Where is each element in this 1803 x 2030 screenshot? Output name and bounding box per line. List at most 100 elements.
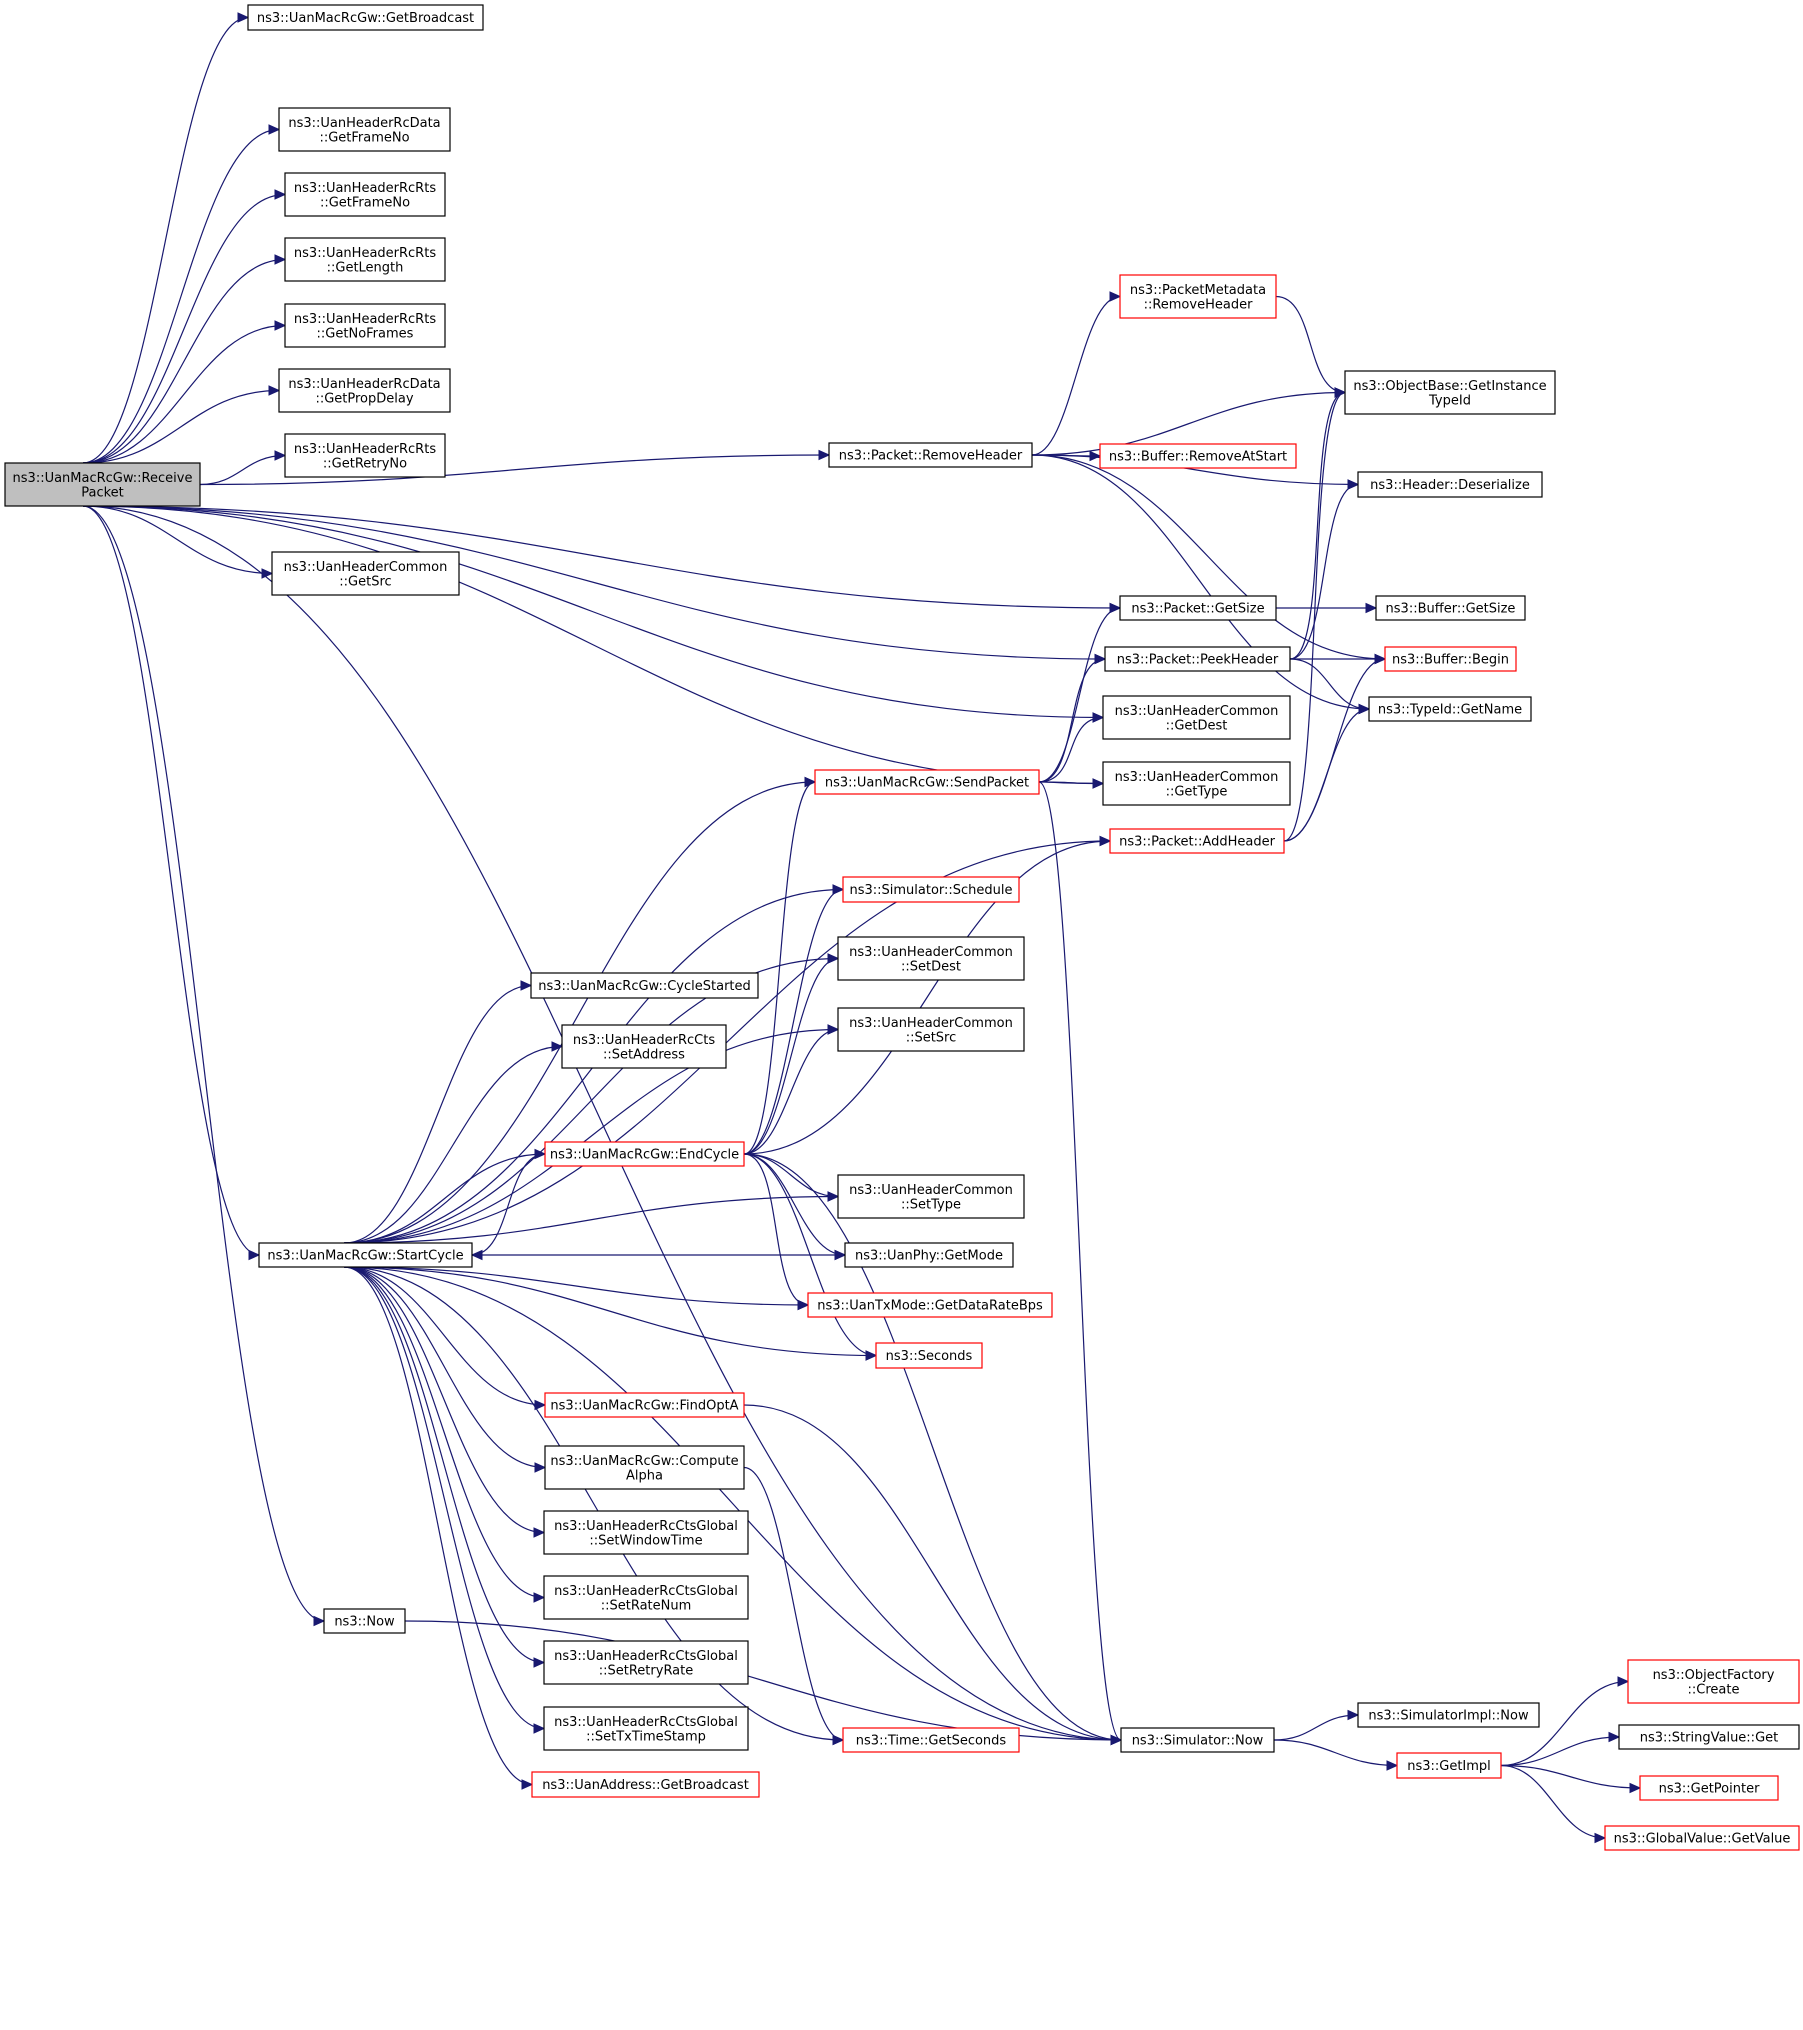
node-rccts-set-address[interactable]: ns3::UanHeaderRcCts::SetAddress — [561, 1024, 727, 1069]
node-buffer-begin[interactable]: ns3::Buffer::Begin — [1384, 646, 1517, 672]
edge-receive-packet-to-rcrts-get-retry-no — [199, 454, 286, 486]
node-seconds[interactable]: ns3::Seconds — [875, 1342, 983, 1369]
call-graph-edges — [82, 12, 1642, 1844]
node-label: ns3::GetPointer — [1659, 1782, 1760, 1797]
edge-arrowhead — [1629, 1782, 1642, 1794]
edge-get-impl-to-global-value-get-value — [1500, 1764, 1606, 1839]
edge-packet-add-header-to-buffer-begin — [1283, 658, 1386, 842]
node-simulator-schedule[interactable]: ns3::Simulator::Schedule — [842, 876, 1020, 903]
edge-arrowhead — [520, 980, 533, 991]
node-rcdata-get-frame-no[interactable]: ns3::UanHeaderRcData::GetFrameNo — [278, 107, 451, 152]
node-label: ns3::StringValue::Get — [1640, 1731, 1778, 1746]
node-rcrts-get-no-frames[interactable]: ns3::UanHeaderRcRts::GetNoFrames — [284, 303, 446, 348]
node-buffer-remove-at-start[interactable]: ns3::Buffer::RemoveAtStart — [1099, 443, 1297, 469]
node-uan-tx-mode-get-data-rate-bps[interactable]: ns3::UanTxMode::GetDataRateBps — [807, 1292, 1053, 1318]
edge-packet-peek-header-to-object-base-get-instance-type-id — [1289, 391, 1346, 660]
node-get-pointer[interactable]: ns3::GetPointer — [1639, 1775, 1779, 1801]
node-ns3-now[interactable]: ns3::Now — [323, 1608, 406, 1634]
node-uan-phy-get-mode[interactable]: ns3::UanPhy::GetMode — [844, 1242, 1014, 1268]
node-rcrts-get-length[interactable]: ns3::UanHeaderRcRts::GetLength — [284, 237, 446, 282]
edge-arrowhead — [827, 1191, 840, 1202]
node-label: ns3::UanHeaderRcRts — [294, 312, 436, 327]
node-get-impl[interactable]: ns3::GetImpl — [1396, 1752, 1502, 1779]
node-label: ns3::UanHeaderRcRts — [294, 181, 436, 196]
node-rcdata-get-prop-delay[interactable]: ns3::UanHeaderRcData::GetPropDelay — [278, 368, 451, 413]
node-simulator-now[interactable]: ns3::Simulator::Now — [1120, 1727, 1275, 1753]
node-common-get-dest[interactable]: ns3::UanHeaderCommon::GetDest — [1102, 695, 1291, 740]
node-box — [842, 876, 1020, 903]
node-label: ns3::SimulatorImpl::Now — [1368, 1709, 1529, 1724]
edge-arrowhead — [274, 254, 287, 265]
node-label: ns3::UanMacRcGw::EndCycle — [550, 1148, 739, 1163]
node-common-set-src[interactable]: ns3::UanHeaderCommon::SetSrc — [837, 1007, 1025, 1052]
node-label: ns3::UanMacRcGw::FindOptA — [550, 1399, 738, 1414]
node-packet-add-header[interactable]: ns3::Packet::AddHeader — [1109, 828, 1285, 854]
node-time-get-seconds[interactable]: ns3::Time::GetSeconds — [842, 1727, 1020, 1753]
node-type-id-get-name[interactable]: ns3::TypeId::GetName — [1368, 696, 1532, 722]
node-common-set-type[interactable]: ns3::UanHeaderCommon::SetType — [837, 1174, 1025, 1219]
node-box — [1627, 1659, 1800, 1704]
node-box — [1099, 443, 1297, 469]
edge-packet-remove-header-to-object-base-get-instance-type-id — [1031, 391, 1346, 456]
node-find-opt-a[interactable]: ns3::UanMacRcGw::FindOptA — [544, 1392, 745, 1418]
node-send-packet[interactable]: ns3::UanMacRcGw::SendPacket — [814, 769, 1040, 795]
node-simulator-impl-now[interactable]: ns3::SimulatorImpl::Now — [1357, 1702, 1540, 1728]
node-label: ::GetSrc — [339, 574, 391, 589]
node-label: ns3::UanMacRcGw::Compute — [550, 1454, 738, 1469]
node-label: ns3::ObjectBase::GetInstance — [1353, 379, 1546, 394]
node-box — [1119, 595, 1277, 621]
node-rcctsglobal-set-retry-rate[interactable]: ns3::UanHeaderRcCtsGlobal::SetRetryRate — [543, 1640, 749, 1685]
edge-arrowhead — [1594, 1832, 1607, 1844]
edge-start-cycle-to-common-set-dest — [344, 957, 839, 1244]
edge-end-cycle-to-send-packet — [743, 781, 816, 1155]
node-common-get-src[interactable]: ns3::UanHeaderCommon::GetSrc — [271, 551, 460, 596]
edge-end-cycle-to-uan-phy-get-mode — [743, 1153, 846, 1256]
node-buffer-get-size[interactable]: ns3::Buffer::GetSize — [1375, 595, 1526, 621]
node-cycle-started[interactable]: ns3::UanMacRcGw::CycleStarted — [530, 972, 759, 999]
node-common-set-dest[interactable]: ns3::UanHeaderCommon::SetDest — [837, 936, 1025, 981]
edge-receive-packet-to-common-get-type — [82, 505, 1104, 785]
node-label: ::SetDest — [901, 959, 961, 974]
node-get-broadcast[interactable]: ns3::UanMacRcGw::GetBroadcast — [247, 4, 484, 31]
node-rcrts-get-retry-no[interactable]: ns3::UanHeaderRcRts::GetRetryNo — [284, 433, 446, 478]
node-label: ::GetFrameNo — [320, 195, 410, 210]
edge-start-cycle-to-rcctsglobal-set-window-time — [344, 1266, 545, 1534]
node-label: ::GetDest — [1166, 718, 1228, 733]
node-object-factory-create[interactable]: ns3::ObjectFactory::Create — [1627, 1659, 1800, 1704]
edge-end-cycle-to-common-set-type — [743, 1153, 839, 1198]
node-string-value-get[interactable]: ns3::StringValue::Get — [1618, 1724, 1800, 1750]
node-common-get-type[interactable]: ns3::UanHeaderCommon::GetType — [1102, 761, 1291, 806]
edge-arrowhead — [1608, 1731, 1621, 1743]
edge-receive-packet-to-packet-get-size — [82, 505, 1121, 609]
node-rcctsglobal-set-window-time[interactable]: ns3::UanHeaderRcCtsGlobal::SetWindowTime — [543, 1510, 749, 1555]
node-label: ns3::Buffer::GetSize — [1386, 602, 1516, 617]
node-packet-peek-header[interactable]: ns3::Packet::PeekHeader — [1104, 646, 1291, 672]
node-uan-address-get-broadcast[interactable]: ns3::UanAddress::GetBroadcast — [531, 1771, 760, 1798]
node-packet-remove-header[interactable]: ns3::Packet::RemoveHeader — [828, 442, 1033, 468]
node-rcctsglobal-set-rate-num[interactable]: ns3::UanHeaderRcCtsGlobal::SetRateNum — [543, 1575, 749, 1620]
node-label: ns3::UanHeaderRcRts — [294, 246, 436, 261]
edge-end-cycle-to-simulator-schedule — [743, 888, 844, 1155]
edge-arrowhead — [865, 1350, 878, 1361]
node-packet-get-size[interactable]: ns3::Packet::GetSize — [1119, 595, 1277, 621]
node-rcrts-get-frame-no[interactable]: ns3::UanHeaderRcRts::GetFrameNo — [284, 172, 446, 217]
node-packet-metadata-remove-header[interactable]: ns3::PacketMetadata::RemoveHeader — [1119, 274, 1277, 319]
edge-receive-packet-to-packet-remove-header — [199, 454, 830, 486]
node-label: ::GetRetryNo — [323, 456, 407, 471]
node-start-cycle[interactable]: ns3::UanMacRcGw::StartCycle — [258, 1242, 473, 1268]
node-label: ns3::UanHeaderCommon — [284, 560, 448, 575]
edge-arrowhead — [274, 450, 287, 461]
node-label: ns3::ObjectFactory — [1653, 1668, 1775, 1683]
node-label: ::Create — [1688, 1682, 1740, 1697]
edge-arrowhead — [1092, 778, 1105, 789]
node-rcctsglobal-set-tx-time-stamp[interactable]: ns3::UanHeaderRcCtsGlobal::SetTxTimeStam… — [543, 1706, 749, 1751]
node-header-deserialize[interactable]: ns3::Header::Deserialize — [1357, 471, 1543, 498]
edge-arrowhead — [248, 1249, 261, 1261]
edge-arrowhead — [534, 1399, 547, 1411]
node-global-value-get-value[interactable]: ns3::GlobalValue::GetValue — [1604, 1825, 1800, 1851]
node-label: ::GetLength — [327, 260, 404, 275]
node-end-cycle[interactable]: ns3::UanMacRcGw::EndCycle — [544, 1141, 745, 1167]
